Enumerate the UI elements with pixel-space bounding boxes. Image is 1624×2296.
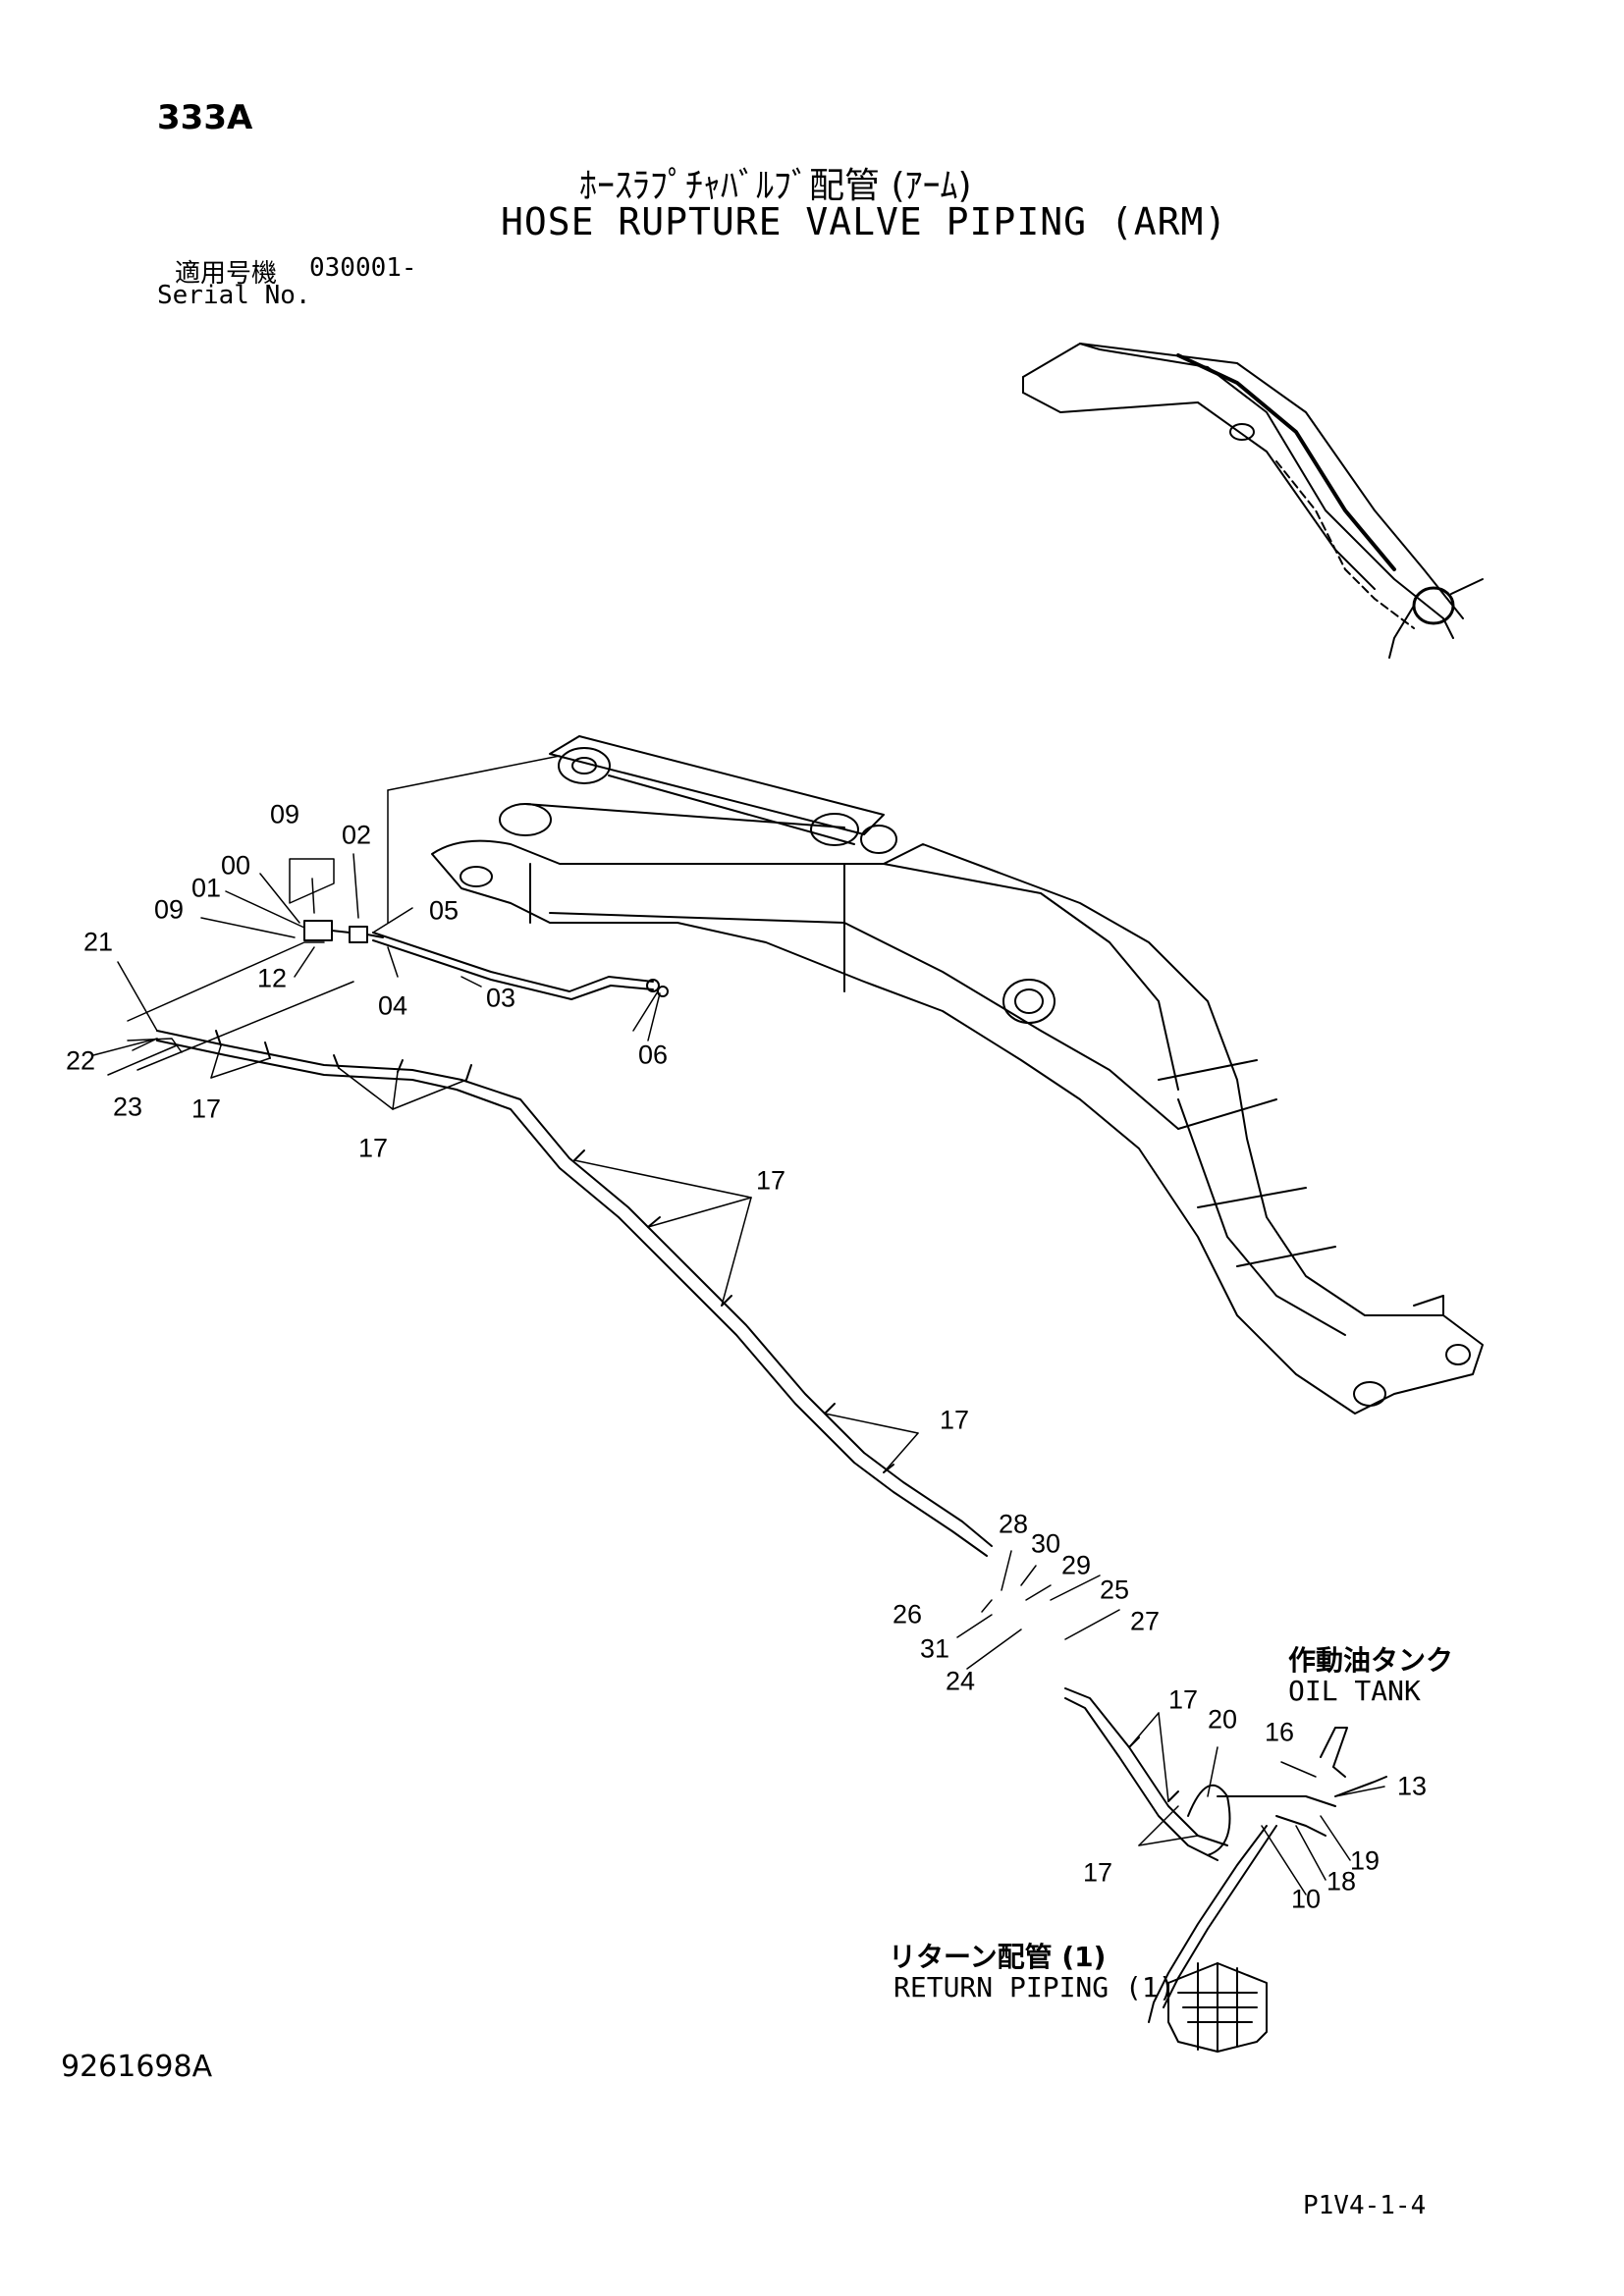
part-label: 25 (1099, 1575, 1130, 1605)
part-label: 06 (637, 1040, 669, 1070)
return-piping-label: RETURN PIPING (1) (893, 1971, 1175, 2003)
page-code: 333A (157, 98, 253, 137)
part-label: 09 (153, 894, 185, 925)
part-label: 12 (256, 963, 288, 993)
part-label: 02 (341, 820, 372, 850)
part-label: 13 (1396, 1771, 1428, 1801)
part-label: 16 (1264, 1717, 1295, 1747)
part-label: 17 (1082, 1857, 1113, 1888)
part-label: 17 (755, 1165, 786, 1196)
part-label: 10 (1290, 1884, 1322, 1914)
arm-outline (431, 735, 1484, 1415)
part-label: 17 (357, 1133, 389, 1163)
part-label: 05 (428, 895, 460, 926)
part-label: 19 (1349, 1845, 1380, 1876)
part-label: 28 (998, 1509, 1029, 1539)
part-label: 30 (1030, 1528, 1061, 1559)
title-japanese: ﾎｰｽﾗﾌﾟﾁｬﾊﾞﾙﾌﾞ配管 (ｱｰﾑ) (579, 166, 972, 206)
drawing-number: 9261698A (61, 2050, 213, 2084)
part-label: 24 (945, 1666, 976, 1696)
part-label: 20 (1207, 1704, 1238, 1735)
part-label: 17 (1167, 1684, 1199, 1715)
return-piping-label-japanese: リターン配管 (1) (889, 1941, 1107, 1973)
part-label: 31 (919, 1633, 950, 1664)
page-reference: P1V4-1-4 (1303, 2191, 1427, 2220)
part-label: 03 (485, 983, 516, 1013)
part-label: 01 (190, 873, 222, 903)
part-label: 22 (65, 1045, 96, 1076)
pipe-route (156, 920, 1387, 2023)
part-label: 27 (1129, 1606, 1161, 1636)
oil-tank-label-japanese: 作動油タンク (1288, 1644, 1454, 1677)
part-label: 26 (892, 1599, 923, 1629)
part-label: 04 (377, 990, 408, 1021)
part-label: 18 (1326, 1866, 1357, 1896)
part-label: 09 (269, 799, 300, 829)
part-label: 23 (112, 1092, 143, 1122)
leader-lines (92, 755, 1385, 1896)
serial-label: Serial No. (157, 281, 311, 310)
overview-inset (1022, 343, 1484, 659)
part-label: 00 (220, 850, 251, 881)
part-label: 29 (1060, 1550, 1092, 1580)
part-label: 17 (190, 1094, 222, 1124)
serial-label-japanese: 適用号機 (175, 259, 278, 289)
page-title: HOSE RUPTURE VALVE PIPING (ARM) (501, 200, 1228, 243)
clamps (215, 1030, 1179, 1802)
part-label: 21 (82, 927, 114, 957)
part-label: 17 (939, 1405, 970, 1435)
oil-tank-label: OIL TANK (1288, 1675, 1421, 1707)
control-valve (1167, 1962, 1268, 2053)
serial-number-value: 030001- (309, 253, 417, 283)
